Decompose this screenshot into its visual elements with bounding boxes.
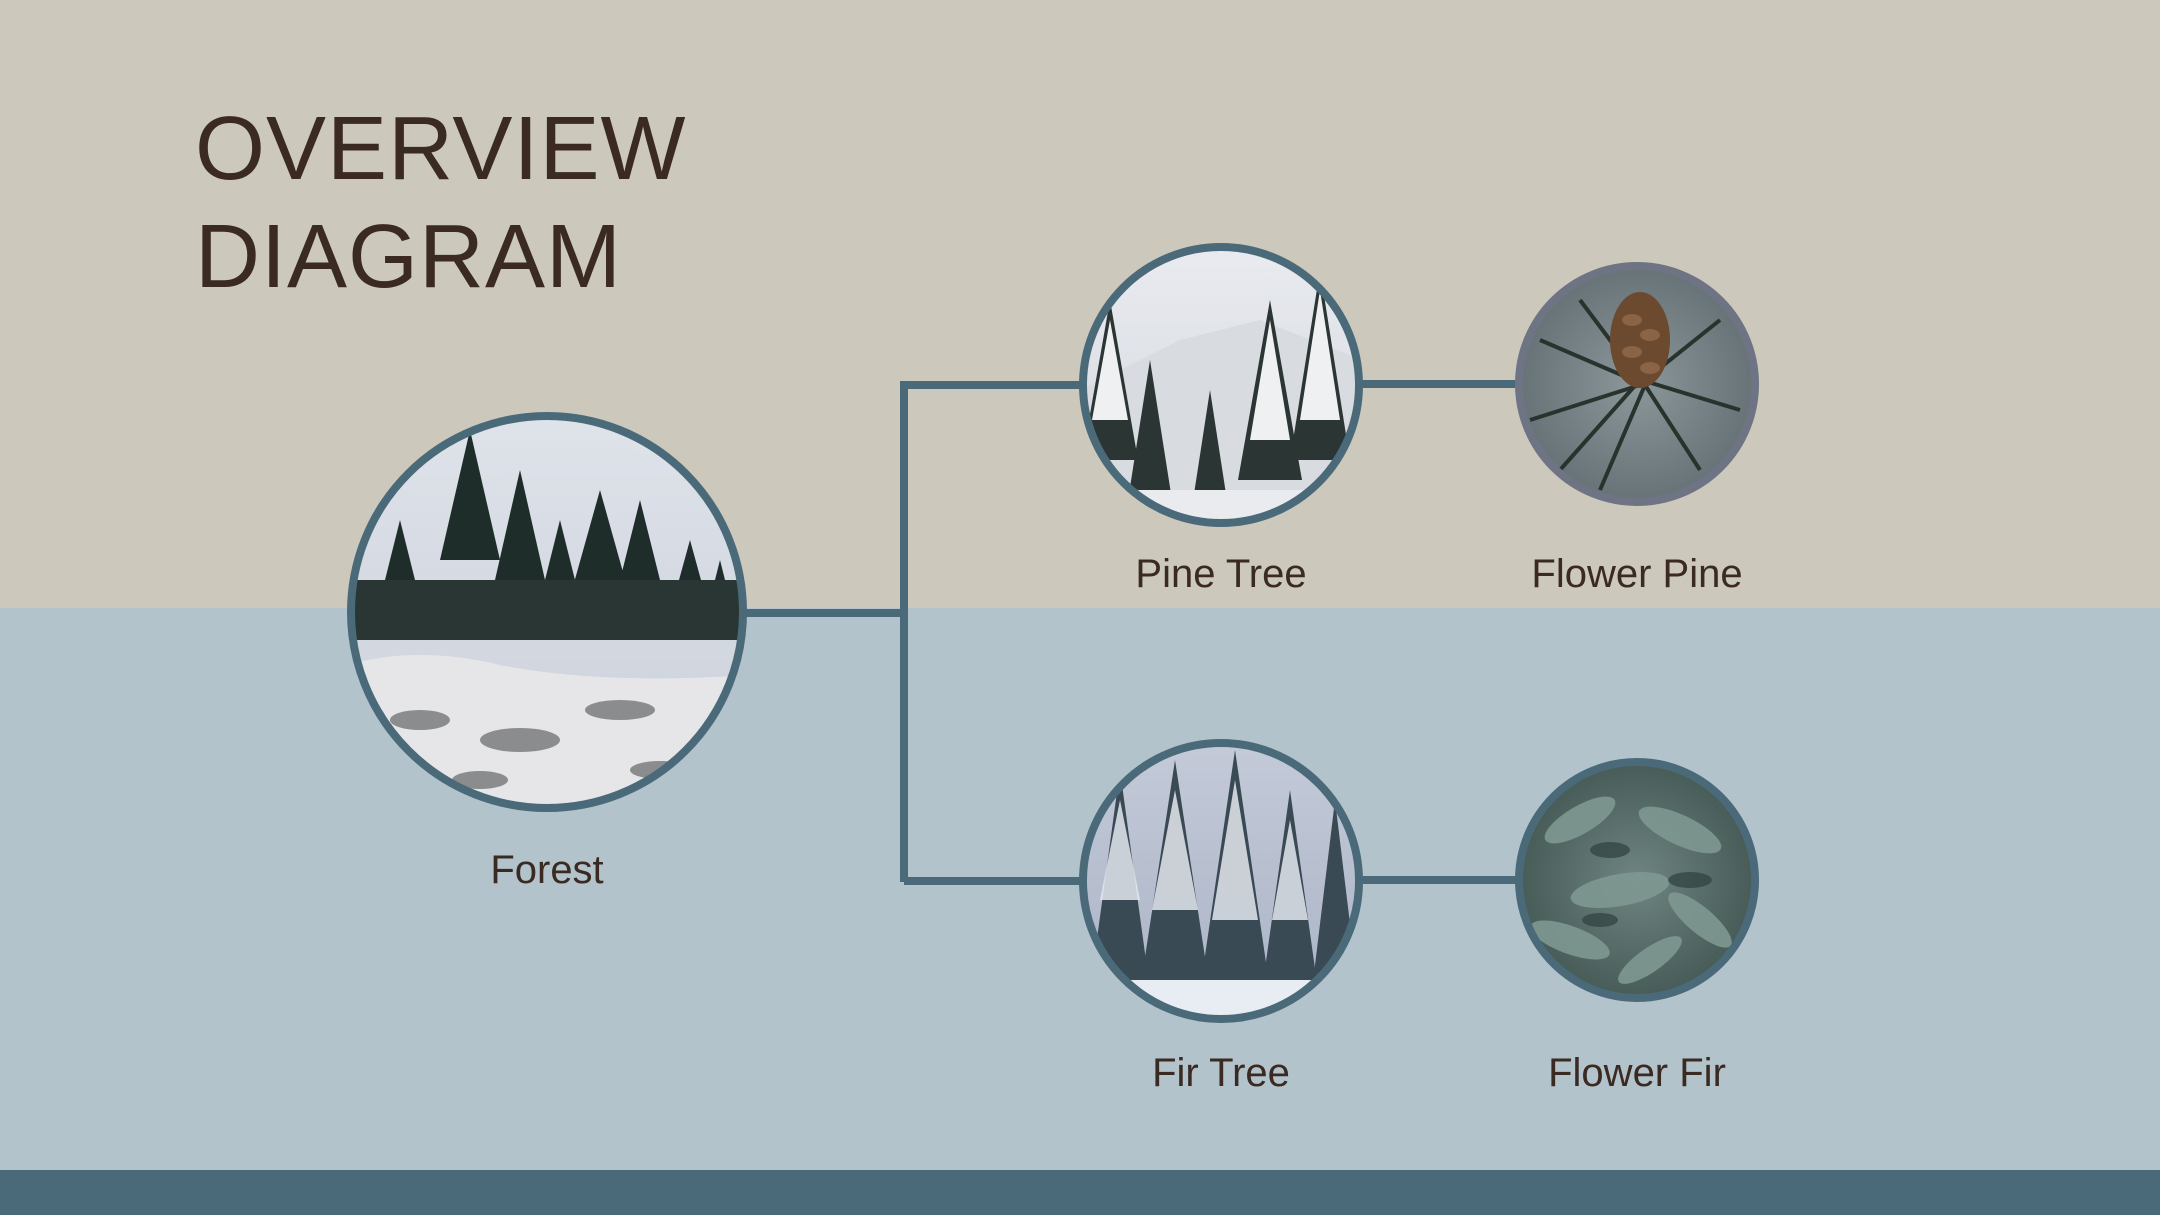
node-label-fir-tree: Fir Tree [1152, 1051, 1290, 1095]
node-label-flower-fir: Flower Fir [1548, 1051, 1726, 1095]
footer-bar [0, 1170, 2160, 1215]
page-title: OVERVIEW DIAGRAM [195, 95, 686, 311]
pine-cone-photo-icon [1515, 262, 1759, 506]
pine-tree-photo-icon [1079, 243, 1363, 527]
fir-needles-photo-icon [1515, 758, 1759, 1002]
title-line-1: OVERVIEW [195, 99, 687, 199]
connector-lines [745, 380, 1516, 885]
title-line-2: DIAGRAM [195, 207, 623, 307]
fir-tree-photo-icon [1079, 739, 1363, 1023]
top-background-band [0, 0, 2160, 608]
node-label-forest: Forest [490, 848, 604, 892]
overview-diagram [347, 243, 1759, 1023]
node-label-flower-pine: Flower Pine [1531, 552, 1743, 596]
forest-photo-icon [347, 412, 747, 812]
node-label-pine-tree: Pine Tree [1135, 552, 1307, 596]
